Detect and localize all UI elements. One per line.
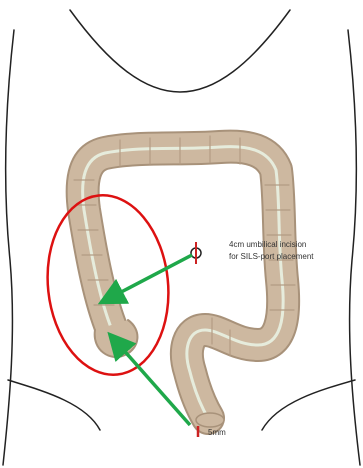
right-side-contour xyxy=(348,30,360,465)
umbilical-label-line2: for SILS-port placement xyxy=(229,252,314,261)
umbilical-port-marker xyxy=(191,242,201,264)
arrow-from-umbilicus xyxy=(104,255,192,301)
colon-body xyxy=(83,147,284,418)
left-side-contour xyxy=(3,30,14,465)
5mm-label: 5mm xyxy=(208,428,226,437)
right-hip-curve xyxy=(262,380,355,430)
rectum-end xyxy=(196,413,224,427)
colon-illustration xyxy=(74,136,295,427)
umbilical-label-line1: 4cm umbilical incision xyxy=(229,240,306,249)
ribcage-curve xyxy=(70,10,290,92)
left-hip-curve xyxy=(8,380,100,430)
